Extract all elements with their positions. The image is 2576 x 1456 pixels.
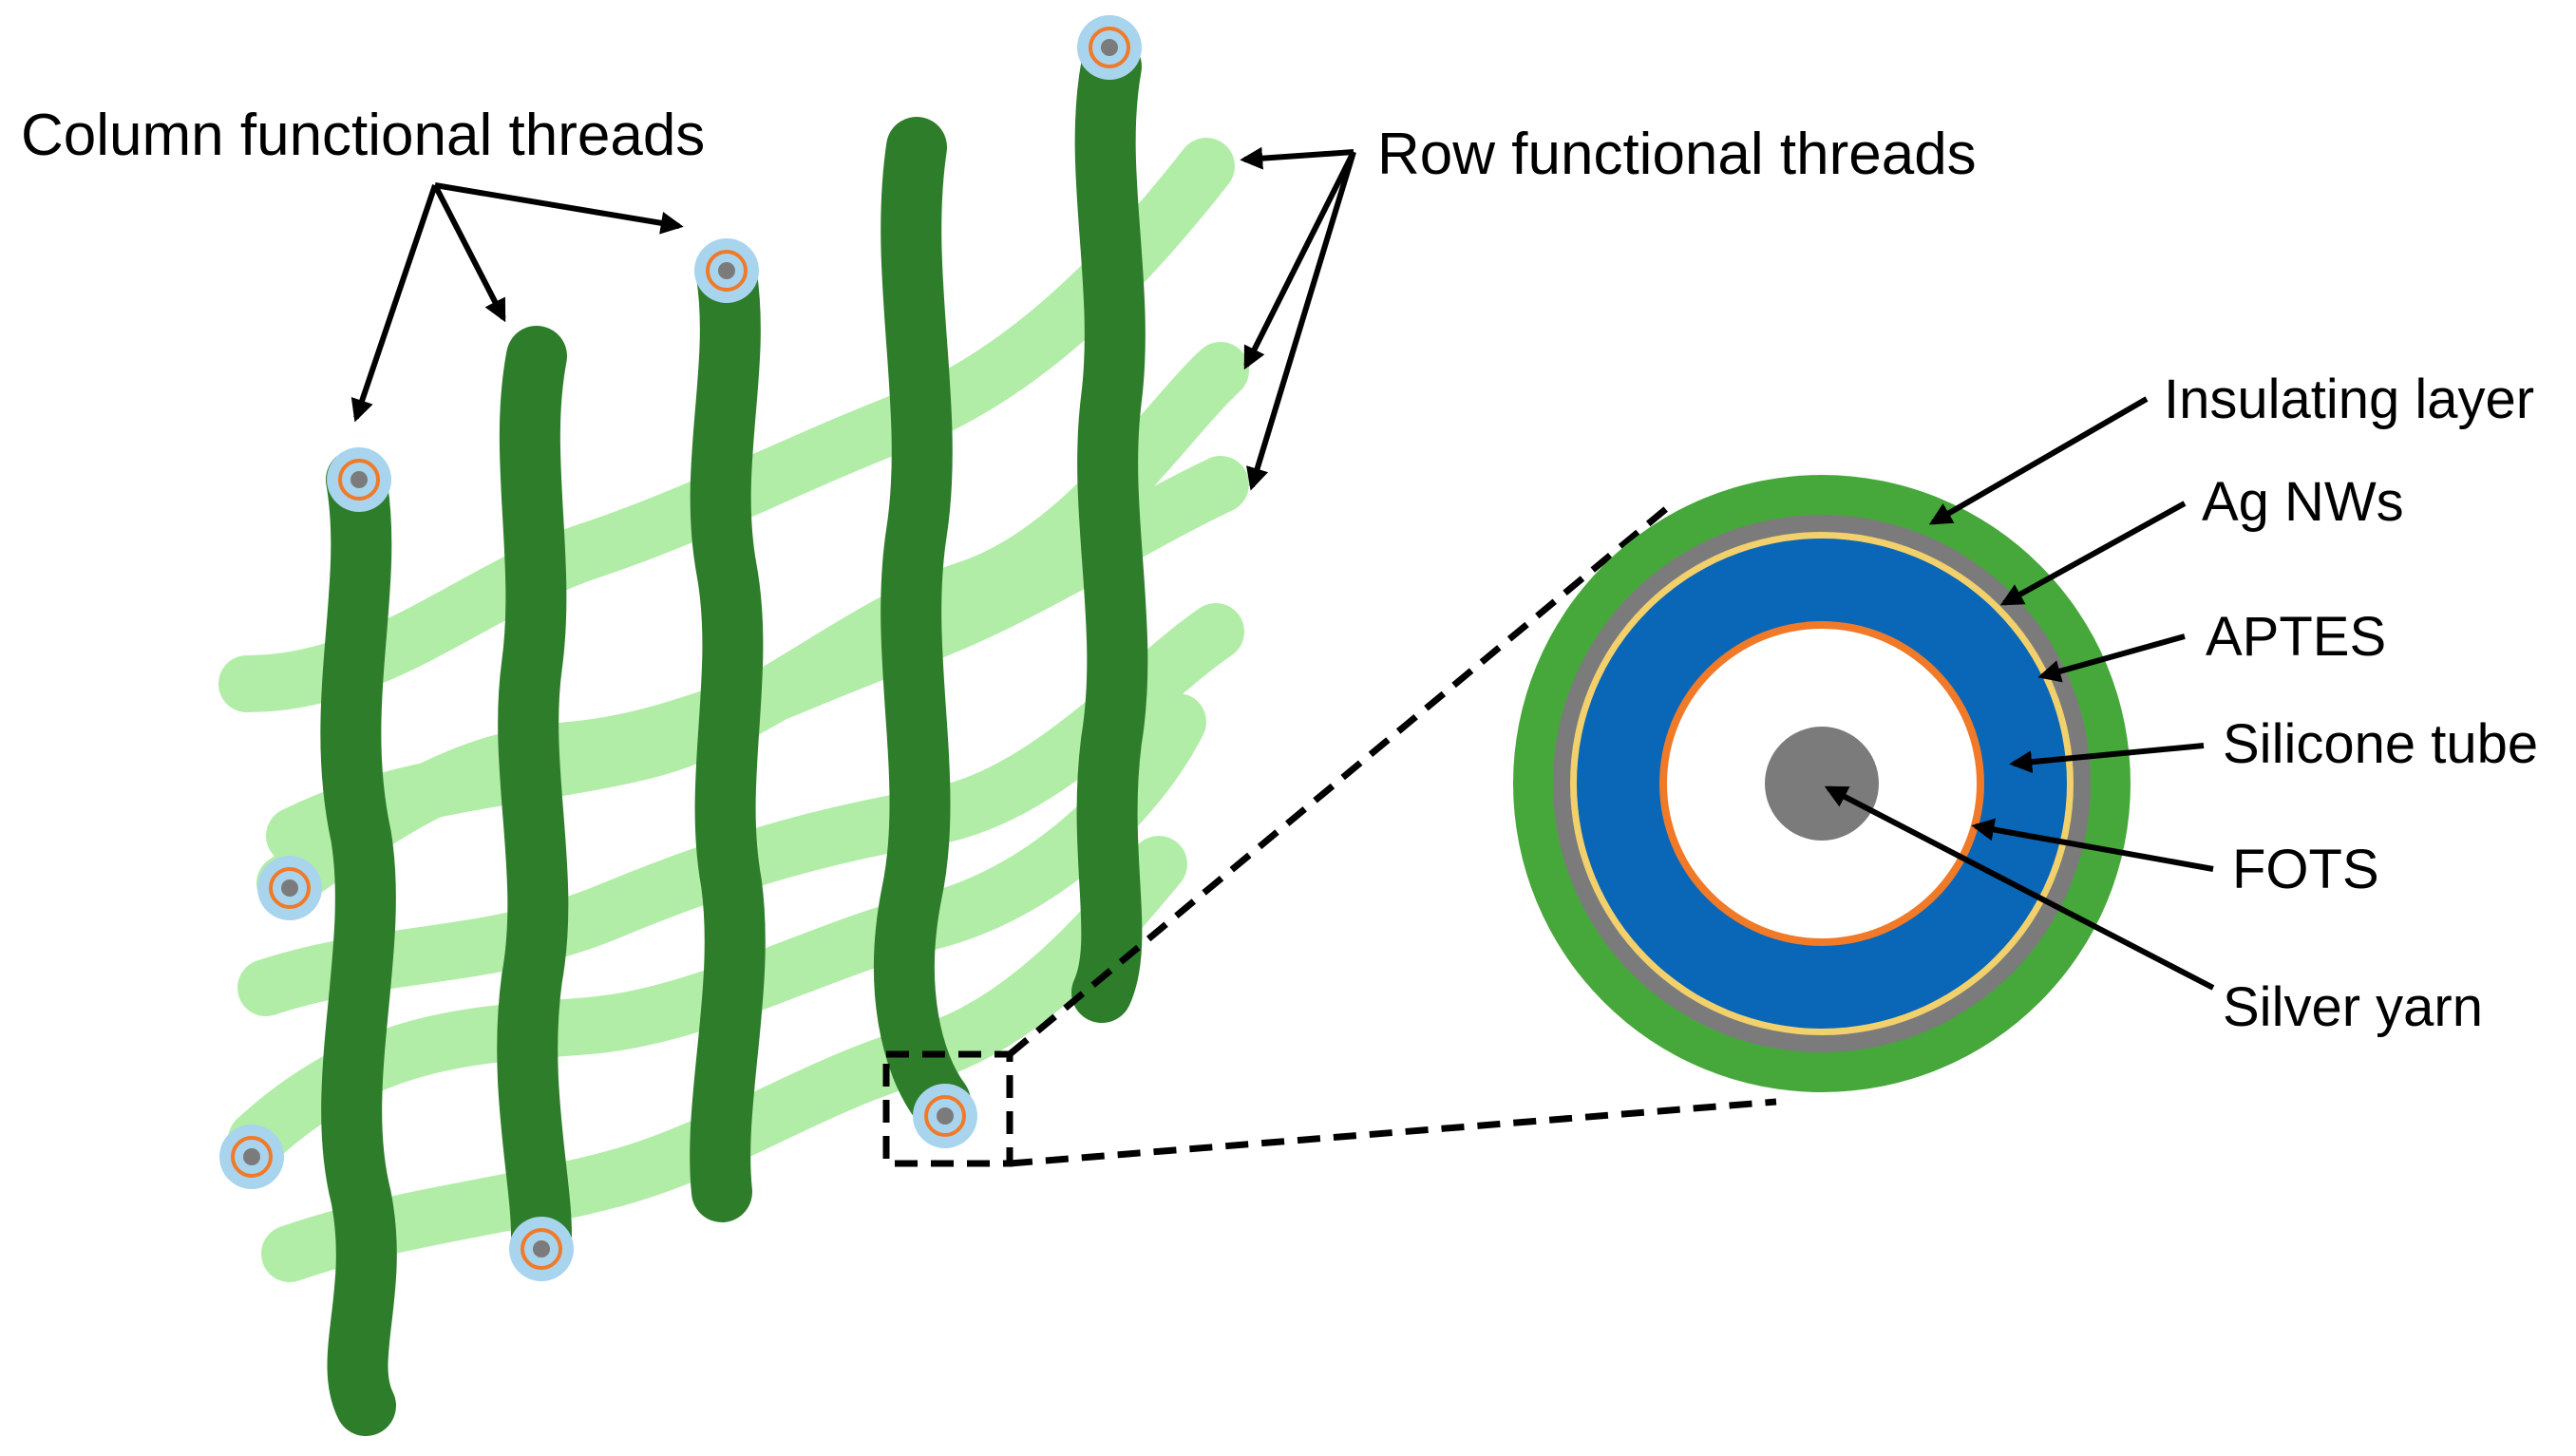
thread-cross-section xyxy=(1513,475,2131,1092)
arrow-silicone-tube xyxy=(2009,743,2205,774)
thread-end-cap xyxy=(694,238,759,303)
woven-fabric xyxy=(218,15,1249,1436)
zoom-box xyxy=(882,1050,1013,1167)
arrow-fots xyxy=(1971,818,2214,872)
column-thread-3 xyxy=(690,245,766,1222)
silver-yarn-core xyxy=(1765,727,1879,841)
column-thread-4 xyxy=(874,117,971,1132)
column-threads-label: Column functional threads xyxy=(21,103,705,168)
silicone-tube-label: Silicone tube xyxy=(2223,713,2538,775)
insulating-layer-label: Insulating layer xyxy=(2164,369,2534,430)
zoom-line-bottom xyxy=(1009,1098,1777,1167)
thread-end-caps xyxy=(219,15,1142,1281)
silver-yarn-label: Silver yarn xyxy=(2223,976,2483,1038)
annotation-arrows xyxy=(350,146,2215,991)
row-threads-label: Row functional threads xyxy=(1377,122,1977,187)
zoom-indicator xyxy=(882,505,1777,1167)
column-thread-1 xyxy=(320,449,397,1436)
arrow-aptes xyxy=(2037,633,2186,683)
column-thread-2 xyxy=(497,326,572,1265)
fots-label: FOTS xyxy=(2232,839,2379,900)
thread-end-cap xyxy=(913,1084,977,1148)
arrow-row-2 xyxy=(1243,150,1356,370)
row-thread-6 xyxy=(261,836,1187,1282)
arrow-column-2 xyxy=(432,183,506,323)
column-threads xyxy=(320,36,1148,1436)
thread-end-cap xyxy=(1077,15,1142,80)
text-labels: Column functional threads Row functional… xyxy=(21,103,2538,1038)
column-thread-5 xyxy=(1071,36,1148,1023)
arrow-row-1 xyxy=(1240,146,1354,170)
thread-end-cap xyxy=(257,856,322,920)
thread-end-cap xyxy=(219,1125,284,1189)
arrow-column-1 xyxy=(350,184,438,423)
arrow-column-3 xyxy=(434,182,684,235)
thread-end-cap xyxy=(327,447,391,512)
arrow-silver-yarn xyxy=(1824,785,2215,991)
aptes-label: APTES xyxy=(2206,606,2386,668)
thread-end-cap xyxy=(509,1217,574,1281)
ag-nws-label: Ag NWs xyxy=(2202,471,2404,533)
arrow-ag-nws xyxy=(1999,501,2187,606)
arrow-row-3 xyxy=(1246,151,1356,491)
arrow-insulating-layer xyxy=(1928,396,2149,525)
